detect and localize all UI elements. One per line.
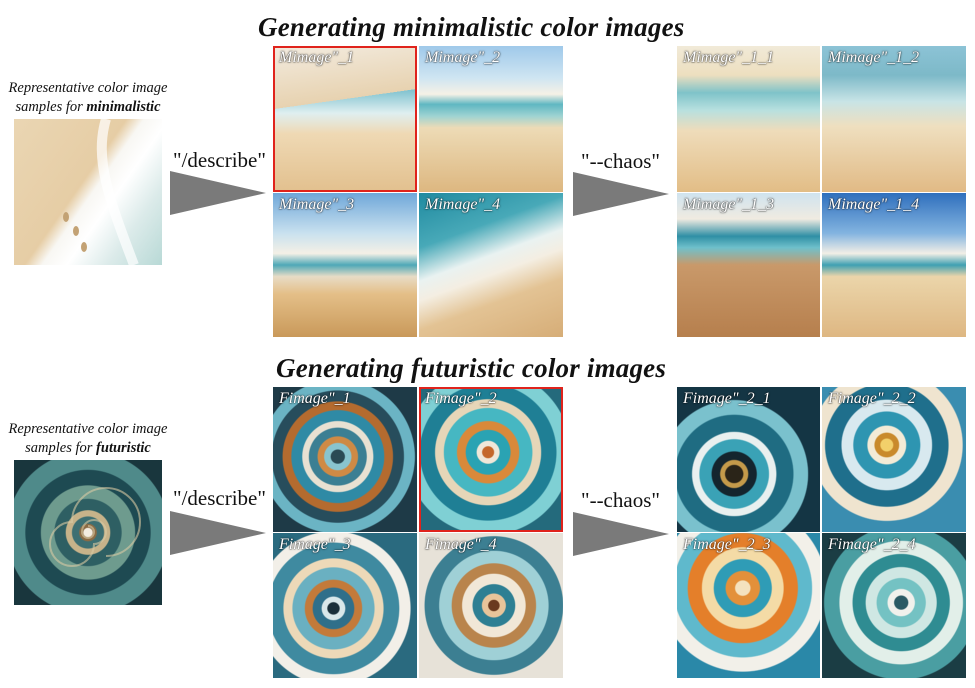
representative-caption-minimalistic: Representative color image samples for m… [0, 79, 176, 117]
section-title-minimalistic: Generating minimalistic color images [258, 12, 685, 42]
image-label: Mimage"_1_1 [683, 49, 775, 66]
variation-image-f24: Fimage"_2_4 [822, 533, 966, 678]
footprints-graphic [63, 119, 139, 265]
generated-image-m3: Mimage"_3 [273, 193, 417, 337]
variation-image-f21: Fimage"_2_1 [677, 387, 820, 532]
image-label: Fimage"_2 [425, 390, 497, 407]
image-label: Mimage"_3 [279, 196, 355, 213]
image-label: Mimage"_1 [279, 49, 355, 66]
image-label: Mimage"_1_3 [683, 196, 775, 213]
generated-image-f2: Fimage"_2 [419, 387, 563, 532]
caption-text: samples for [15, 99, 87, 115]
caption-style-word: minimalistic [86, 99, 161, 115]
image-label: Fimage"_2_2 [828, 390, 916, 407]
variation-image-m12: Mimage"_1_2 [822, 46, 966, 192]
image-label: Fimage"_2_1 [683, 390, 771, 407]
arrow-describe-1 [170, 171, 266, 215]
caption-line-1: Representative color image [8, 80, 168, 96]
variation-image-m11: Mimage"_1_1 [677, 46, 820, 192]
image-label: Mimage"_2 [425, 49, 501, 66]
image-label: Mimage"_1_2 [828, 49, 920, 66]
generated-image-m2: Mimage"_2 [419, 46, 563, 192]
image-label: Mimage"_1_4 [828, 196, 920, 213]
representative-caption-futuristic: Representative color image samples for f… [0, 420, 176, 458]
caption-line-2: samples for minimalistic [0, 98, 176, 117]
spiral-graphic [49, 487, 141, 567]
arrow-chaos-1 [573, 172, 669, 216]
variation-image-m13: Mimage"_1_3 [677, 193, 820, 337]
image-label: Fimage"_1 [279, 390, 351, 407]
arrow-describe-2 [170, 511, 266, 555]
caption-text: samples for [25, 440, 97, 456]
arrow-chaos-2 [573, 512, 669, 556]
caption-line-1: Representative color image [8, 421, 168, 437]
representative-image-futuristic [14, 460, 162, 605]
representative-image-minimalistic [14, 119, 162, 265]
describe-label-2: "/describe" [173, 486, 266, 510]
variation-image-f22: Fimage"_2_2 [822, 387, 966, 532]
image-label: Fimage"_2_4 [828, 536, 916, 553]
generated-image-f3: Fimage"_3 [273, 533, 417, 678]
chaos-label-2: "--chaos" [581, 488, 660, 512]
chaos-label-1: "--chaos" [581, 149, 660, 173]
caption-style-word: futuristic [96, 440, 151, 456]
image-label: Fimage"_2_3 [683, 536, 771, 553]
generated-image-m1: Mimage"_1 [273, 46, 417, 192]
section-title-futuristic: Generating futuristic color images [276, 353, 667, 383]
image-label: Fimage"_4 [425, 536, 497, 553]
image-label: Fimage"_3 [279, 536, 351, 553]
image-label: Mimage"_4 [425, 196, 501, 213]
variation-image-m14: Mimage"_1_4 [822, 193, 966, 337]
generated-image-m4: Mimage"_4 [419, 193, 563, 337]
describe-label-1: "/describe" [173, 148, 266, 172]
caption-line-2: samples for futuristic [0, 439, 176, 458]
generated-image-f1: Fimage"_1 [273, 387, 417, 532]
generated-image-f4: Fimage"_4 [419, 533, 563, 678]
variation-image-f23: Fimage"_2_3 [677, 533, 820, 678]
